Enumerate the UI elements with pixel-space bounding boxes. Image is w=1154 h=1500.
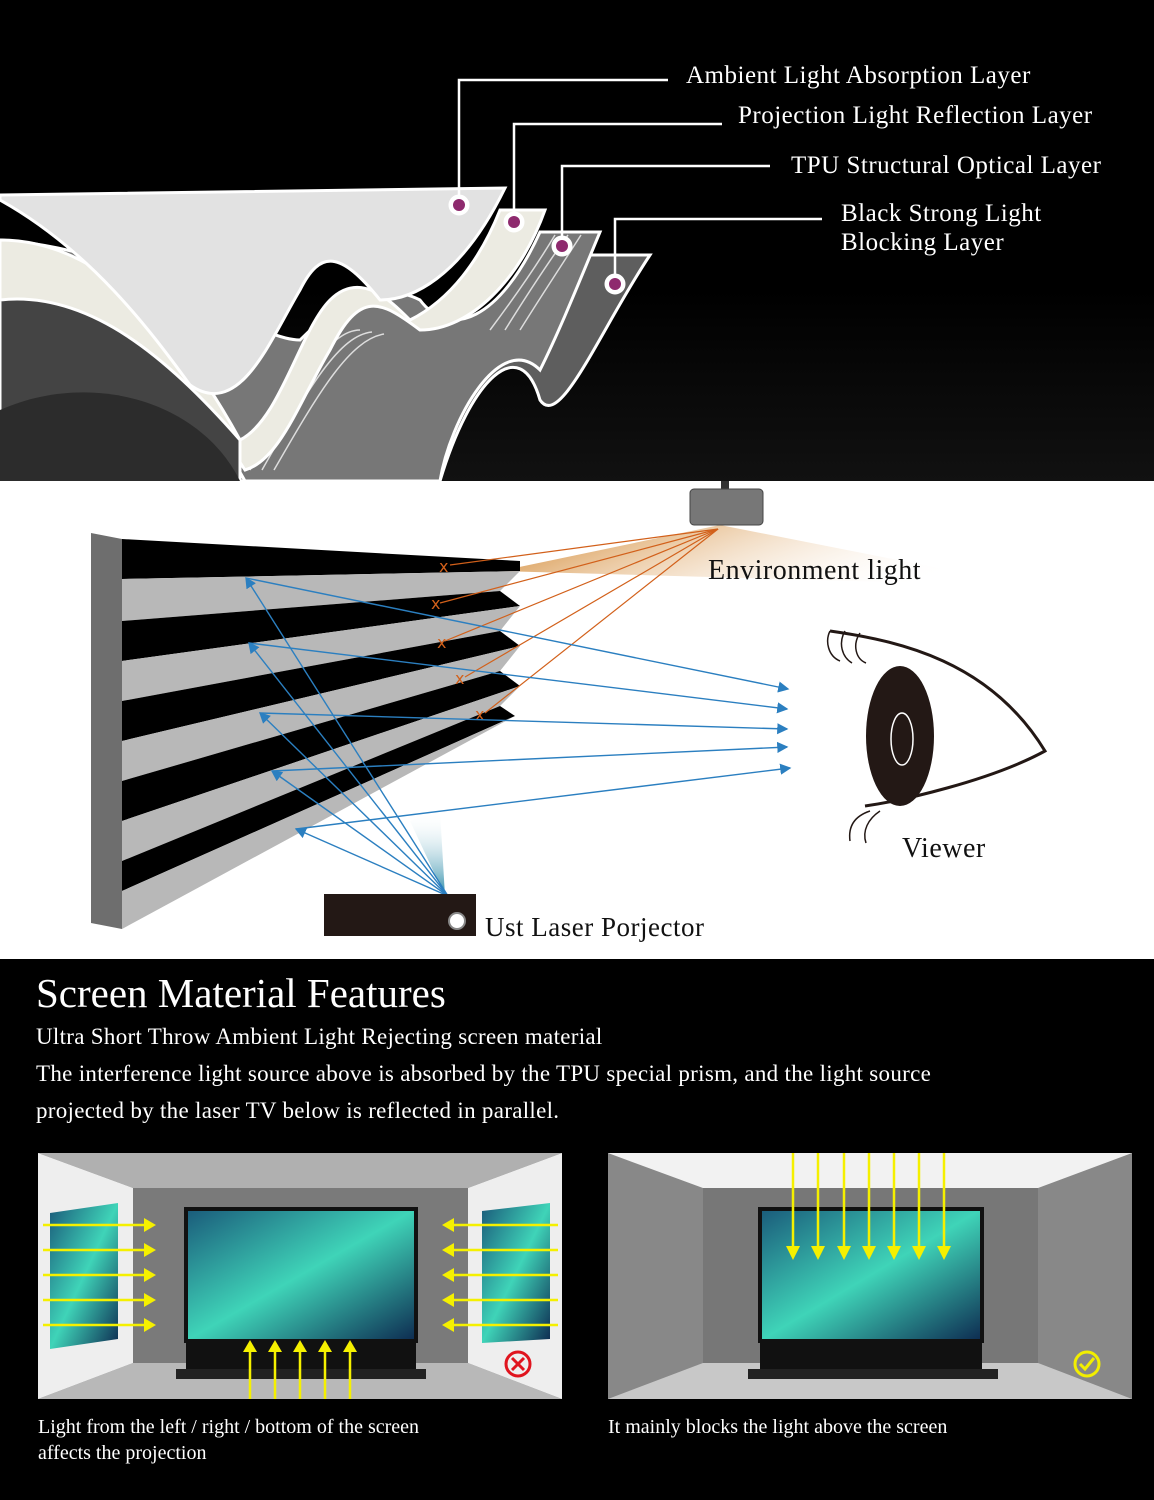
room-panel-right (608, 1153, 1132, 1399)
viewer-eye-icon (827, 629, 1048, 844)
layer-label-blocking: Black Strong Light (841, 200, 1042, 227)
ust-projector-icon (324, 894, 476, 936)
layer-label-blocking-line2: Blocking Layer (841, 229, 1005, 256)
ceiling-mount (721, 481, 729, 491)
svg-text:x: x (431, 594, 440, 613)
cross-icon (504, 1350, 532, 1378)
prism-screen (122, 539, 520, 929)
panel-right-caption: It mainly blocks the light above the scr… (608, 1416, 948, 1438)
features-title: Screen Material Features (36, 970, 446, 1016)
layer-structure-section: Ambient Light Absorption Layer Projectio… (0, 0, 1154, 481)
room-panel-left (38, 1153, 562, 1399)
svg-text:x: x (439, 557, 448, 576)
layer-illustration (0, 78, 822, 481)
projected-light-rays (245, 576, 792, 897)
screen-image (758, 1207, 984, 1343)
panel-left-caption-line1: Light from the left / right / bottom of … (38, 1416, 420, 1438)
features-section: Screen Material Features Ultra Short Thr… (0, 959, 1154, 1500)
svg-text:x: x (475, 705, 484, 724)
check-icon (1073, 1350, 1101, 1378)
features-description-line1: The interference light source above is a… (36, 1061, 932, 1086)
layer-marker-icons (453, 199, 621, 290)
panel-left-caption-line2: affects the projection (38, 1442, 207, 1464)
panel-left-caption: Light from the left / right / bottom of … (38, 1414, 419, 1466)
layer-label-tpu: TPU Structural Optical Layer (791, 152, 1102, 179)
projector-label: Ust Laser Porjector (485, 912, 705, 942)
viewer-label: Viewer (902, 833, 986, 864)
screen-image (184, 1207, 418, 1343)
environment-light-label: Environment light (708, 555, 922, 586)
layer-label-reflection: Projection Light Reflection Layer (738, 102, 1093, 129)
svg-text:x: x (437, 633, 446, 652)
features-subtitle: Ultra Short Throw Ambient Light Rejectin… (36, 1024, 603, 1049)
ceiling-light-icon (689, 488, 764, 526)
ambient-light-rays (439, 528, 719, 714)
features-description-line2: projected by the laser TV below is refle… (36, 1098, 560, 1123)
layer-label-absorption: Ambient Light Absorption Layer (686, 62, 1031, 89)
svg-text:x: x (455, 669, 464, 688)
